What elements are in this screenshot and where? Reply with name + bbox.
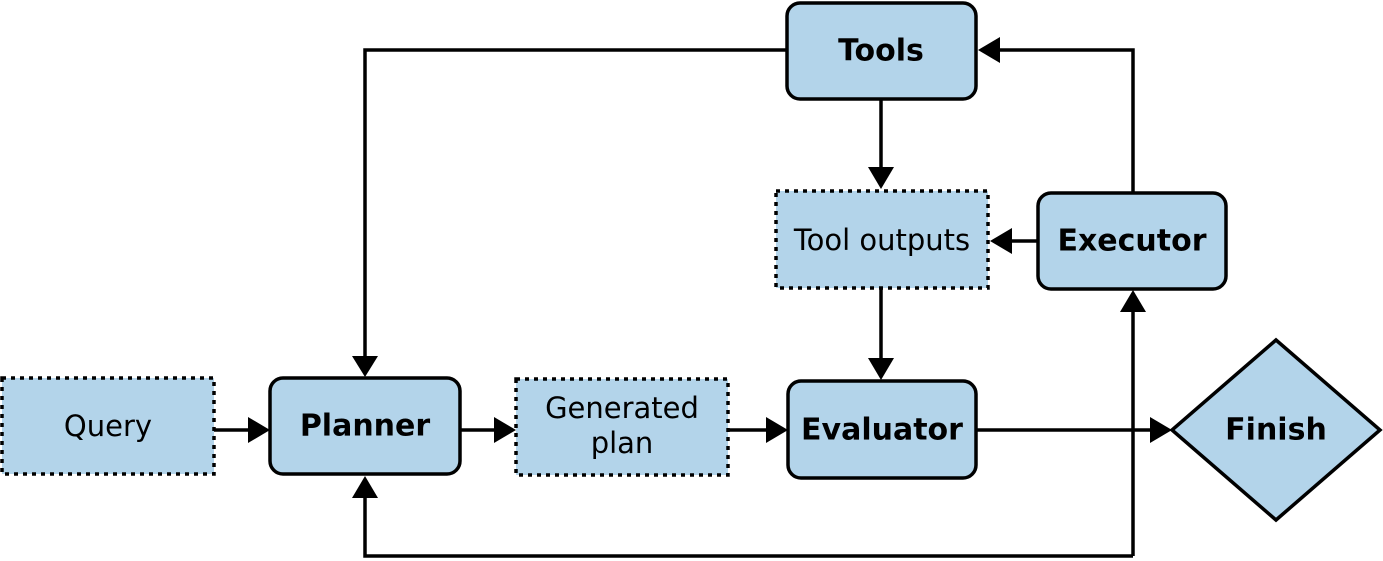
edge-executor-to-tool-outputs [990, 228, 1038, 254]
edge-planner-to-generated-plan [460, 417, 516, 443]
edge-executor-to-tools [978, 37, 1135, 193]
edge-tools-to-planner [352, 48, 787, 377]
edge-tool-outputs-to-evaluator [868, 289, 894, 380]
edge-loop-to-executor [1120, 290, 1146, 556]
node-tool-outputs: Tool outputs [774, 189, 990, 290]
edge-evaluator-to-finish [976, 417, 1172, 443]
node-generated-plan: Generated plan [514, 377, 730, 477]
edge-tools-to-tool-outputs [868, 99, 894, 189]
node-finish: Finish [1169, 337, 1383, 523]
node-finish-label: Finish [1225, 413, 1327, 448]
node-executor: Executor [1036, 191, 1228, 291]
node-generated-plan-label-line2: plan [591, 426, 654, 460]
node-evaluator-label: Evaluator [801, 413, 963, 448]
node-evaluator: Evaluator [786, 379, 978, 480]
node-tools-label: Tools [838, 34, 924, 69]
node-planner: Planner [268, 376, 462, 476]
node-query-label: Query [64, 409, 152, 443]
node-generated-plan-label-line1: Generated [545, 391, 699, 425]
edge-loop-to-planner [352, 476, 1133, 558]
node-executor-label: Executor [1057, 224, 1206, 259]
edge-query-to-planner [214, 417, 270, 443]
node-tool-outputs-label: Tool outputs [793, 223, 970, 257]
node-query: Query [0, 376, 216, 476]
node-planner-label: Planner [300, 409, 431, 444]
edge-generated-plan-to-evaluator [728, 417, 788, 443]
node-tools: Tools [785, 1, 978, 101]
